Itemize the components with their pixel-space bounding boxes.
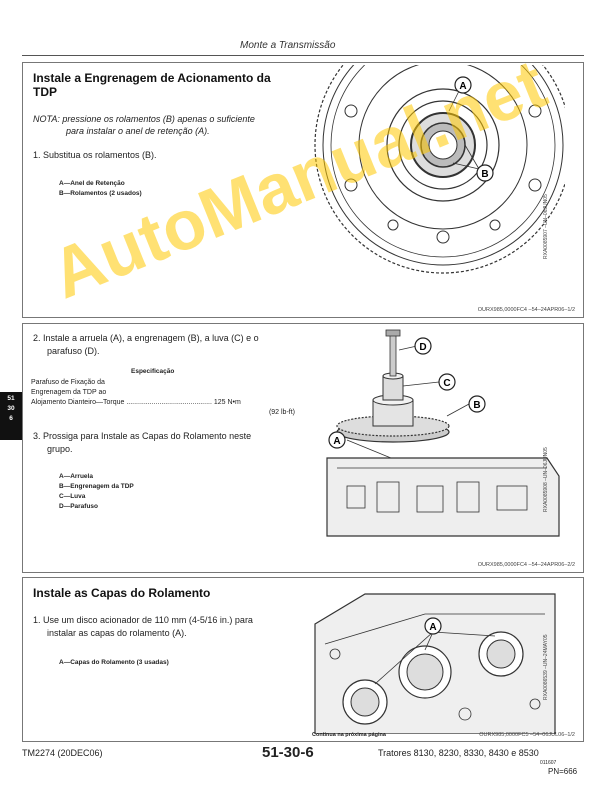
footer-date: 011607 — [540, 760, 557, 766]
header-rule — [22, 55, 584, 56]
callout-label: A — [429, 622, 436, 633]
spec-heading: Especificação — [131, 368, 175, 375]
legend-item: D—Parafuso — [59, 503, 99, 510]
footer-models: Tratores 8130, 8230, 8330, 8430 e 8530 — [378, 748, 539, 758]
callout-b — [476, 164, 494, 182]
callout-label: B — [481, 169, 488, 180]
continued-note: Continua na próxima página — [312, 732, 386, 738]
spec-value: (92 lb-ft) — [268, 409, 295, 416]
callout-a — [454, 76, 472, 94]
section-side-tab: 51 30 6 — [0, 392, 22, 440]
step-text-cont: instalar as capas do rolamento (A). — [47, 628, 187, 638]
callout-d — [414, 337, 432, 355]
spec-line: Parafuso de Fixação da — [31, 379, 105, 386]
section-title: Instale as Capas do Rolamento — [33, 586, 211, 600]
step-text: 1. Substitua os rolamentos (B). — [33, 150, 157, 160]
callout-a — [328, 431, 346, 449]
gear-assembly-figure: D C B A — [326, 329, 560, 537]
side-tab-line: 30 — [7, 405, 15, 412]
callout-label: A — [333, 436, 340, 447]
doc-reference: OURX985,0000FC4 –54–24APR06–2/2 — [477, 562, 575, 568]
figure-code: RXA0085908 –UN–06JUN05 — [543, 447, 549, 512]
callout-label: D — [419, 342, 426, 353]
legend-item: B—Rolamentos (2 usados) — [59, 190, 142, 197]
section-install-washer-gear: 2. Instale a arruela (A), a engrenagem (… — [22, 323, 584, 573]
legend-item: A—Anel de Retenção — [59, 180, 125, 187]
page-header-title: Monte a Transmissão — [240, 40, 336, 51]
figure-code: RXA0085907 –UN–06JUN05 — [543, 194, 549, 259]
legend-item: A—Arruela — [59, 473, 93, 480]
side-tab-line: 6 — [9, 415, 13, 422]
note-line: NOTA: pressione os rolamentos (B) apenas… — [33, 114, 255, 124]
legend-item: A—Capas do Rolamento (3 usadas) — [59, 659, 169, 666]
spec-line: Alojamento Dianteiro—Torque ............… — [31, 399, 241, 406]
side-tab-line: 51 — [7, 395, 15, 402]
bearing-cups-figure: A — [314, 593, 556, 734]
step-text: 1. Use um disco acionador de 110 mm (4-5… — [33, 615, 253, 625]
callout-label: C — [443, 378, 450, 389]
pto-gear-figure: A B — [314, 65, 565, 274]
step-text-cont: grupo. — [47, 444, 73, 454]
legend-item: B—Engrenagem da TDP — [59, 483, 134, 490]
footer-manual-id: TM2274 (20DEC06) — [22, 748, 103, 758]
note-line: para instalar o anel de retenção (A). — [66, 126, 210, 136]
step-text: 3. Prossiga para Instale as Capas do Rol… — [33, 431, 252, 441]
doc-reference: OURX985,0000FC5 –54–06JUL06–1/2 — [479, 732, 575, 738]
figure-code: RXA0086539 –UN–24MAY05 — [543, 634, 549, 700]
callout-label: A — [459, 81, 466, 92]
callout-b — [468, 395, 486, 413]
section-title: Instale a Engrenagem de Acionamento da — [33, 71, 271, 85]
spec-line: Engrenagem da TDP ao — [31, 389, 107, 396]
legend-item: C—Luva — [59, 493, 86, 500]
step-text-cont: parafuso (D). — [47, 346, 100, 356]
doc-reference: OURX985,0000FC4 –54–24APR06–1/2 — [477, 307, 575, 313]
callout-a — [424, 617, 442, 635]
section-install-pto-gear: Instale a Engrenagem de Acionamento da T… — [22, 62, 584, 318]
footer-page-section: 51-30-6 — [262, 744, 314, 761]
section-title-cont: TDP — [33, 85, 57, 99]
step-text: 2. Instale a arruela (A), a engrenagem (… — [33, 333, 259, 343]
footer-page-number: PN=666 — [548, 767, 578, 776]
section-install-bearing-cups: Instale as Capas do Rolamento 1. Use um … — [22, 577, 584, 742]
callout-label: B — [473, 400, 480, 411]
callout-c — [438, 373, 456, 391]
